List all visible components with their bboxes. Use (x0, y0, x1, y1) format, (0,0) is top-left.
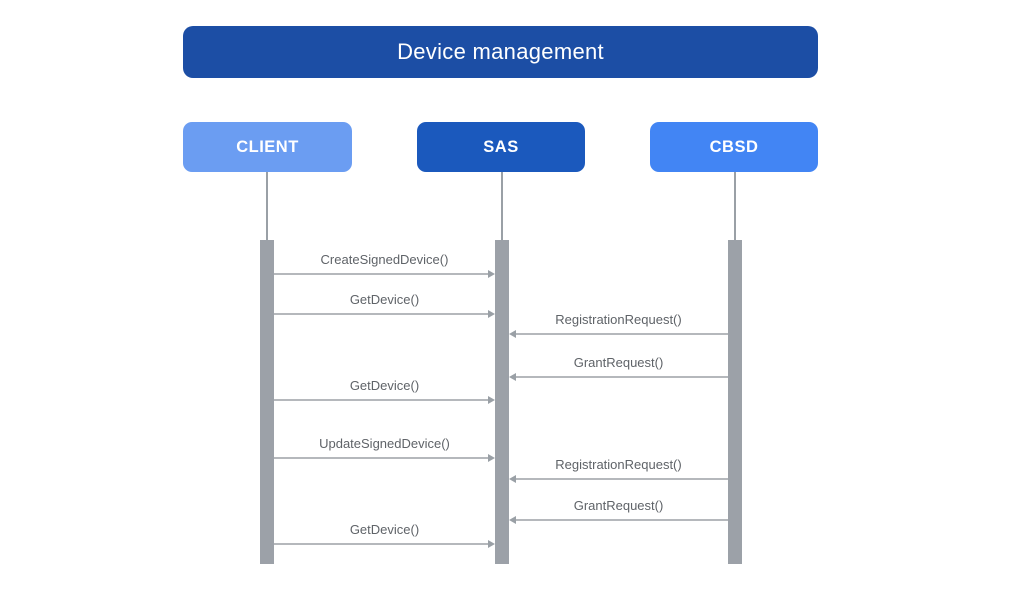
message-cbsd-to-sas: GrantRequest() (509, 355, 728, 381)
lifeline-sas (501, 172, 503, 240)
arrow-head-right-icon (488, 539, 495, 548)
actor-label-client: CLIENT (236, 137, 299, 156)
message-line (515, 519, 728, 521)
message-line (274, 457, 489, 459)
message-cbsd-to-sas: GrantRequest() (509, 498, 728, 524)
actor-label-cbsd: CBSD (709, 137, 759, 156)
arrow-head-right-icon (488, 395, 495, 404)
message-label: UpdateSignedDevice() (319, 436, 450, 451)
message-label: RegistrationRequest() (555, 457, 682, 472)
message-label: GetDevice() (349, 292, 420, 307)
arrow-head-right-icon (488, 269, 495, 278)
message-line (274, 543, 489, 545)
actor-box-sas: SAS (417, 122, 585, 172)
arrow-head-left-icon (509, 329, 516, 338)
actor-box-client: CLIENT (183, 122, 352, 172)
message-line (274, 313, 489, 315)
activation-bar-sas (495, 240, 509, 564)
message-client-to-sas: UpdateSignedDevice() (274, 436, 495, 462)
arrow-head-right-icon (488, 309, 495, 318)
lifeline-client (266, 172, 268, 240)
message-line (274, 399, 489, 401)
activation-bar-cbsd (728, 240, 742, 564)
message-line (515, 478, 728, 480)
actor-box-cbsd: CBSD (650, 122, 818, 172)
arrow-head-left-icon (509, 372, 516, 381)
lifeline-cbsd (734, 172, 736, 240)
message-label: CreateSignedDevice() (320, 252, 449, 267)
actor-label-sas: SAS (483, 137, 519, 156)
message-label: GetDevice() (349, 522, 420, 537)
message-client-to-sas: GetDevice() (274, 378, 495, 404)
message-cbsd-to-sas: RegistrationRequest() (509, 312, 728, 338)
message-line (515, 333, 728, 335)
message-client-to-sas: GetDevice() (274, 292, 495, 318)
activation-bar-client (260, 240, 274, 564)
message-line (274, 273, 489, 275)
message-label: RegistrationRequest() (555, 312, 682, 327)
message-cbsd-to-sas: RegistrationRequest() (509, 457, 728, 483)
arrow-head-left-icon (509, 474, 516, 483)
message-client-to-sas: GetDevice() (274, 522, 495, 548)
diagram-title-bar: Device management (183, 26, 818, 78)
message-client-to-sas: CreateSignedDevice() (274, 252, 495, 278)
arrow-head-left-icon (509, 515, 516, 524)
message-label: GrantRequest() (573, 498, 664, 513)
arrow-head-right-icon (488, 453, 495, 462)
message-line (515, 376, 728, 378)
message-label: GrantRequest() (573, 355, 664, 370)
message-label: GetDevice() (349, 378, 420, 393)
diagram-title-label: Device management (397, 39, 604, 64)
